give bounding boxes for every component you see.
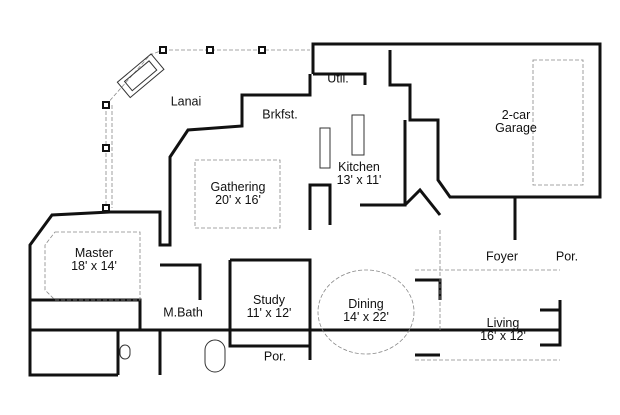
room-label-study-porch: Por.	[263, 349, 287, 364]
room-label-breakfast: Brkfst.	[262, 107, 298, 122]
kitchen-name: Kitchen	[338, 160, 380, 174]
gathering-rug	[194, 159, 281, 229]
bathtub	[204, 339, 226, 373]
study-name: Study	[253, 293, 285, 307]
room-label-master-bath: M.Bath	[163, 305, 203, 320]
room-label-utility: Util.	[327, 71, 349, 86]
master-name: Master	[74, 246, 114, 260]
outdoor-fireplace	[116, 53, 165, 99]
room-label-foyer: Foyer	[486, 249, 518, 264]
living-size: 16' x 12'	[480, 329, 526, 343]
garage-name: 2-car	[501, 108, 531, 122]
study-size: 11' x 12'	[246, 306, 292, 320]
toilet	[119, 344, 131, 360]
kitchen-size: 13' x 11'	[336, 173, 382, 187]
master-rug	[44, 231, 141, 301]
walls	[28, 42, 602, 377]
garage-bay	[532, 59, 584, 186]
dining-name: Dining	[348, 297, 384, 311]
room-label-front-porch: Por.	[555, 249, 579, 264]
living-name: Living	[486, 316, 520, 330]
dining-table	[317, 269, 415, 355]
interior-details	[44, 59, 584, 373]
garage-name-2: Garage	[495, 121, 537, 135]
dining-size: 14' x 22'	[343, 310, 389, 324]
kitchen-counter	[319, 127, 331, 169]
gathering-name: Gathering	[210, 180, 266, 194]
kitchen-island	[351, 114, 365, 156]
master-size: 18' x 14'	[71, 259, 117, 273]
gathering-size: 20' x 16'	[215, 193, 261, 207]
room-label-lanai: Lanai	[170, 94, 202, 109]
